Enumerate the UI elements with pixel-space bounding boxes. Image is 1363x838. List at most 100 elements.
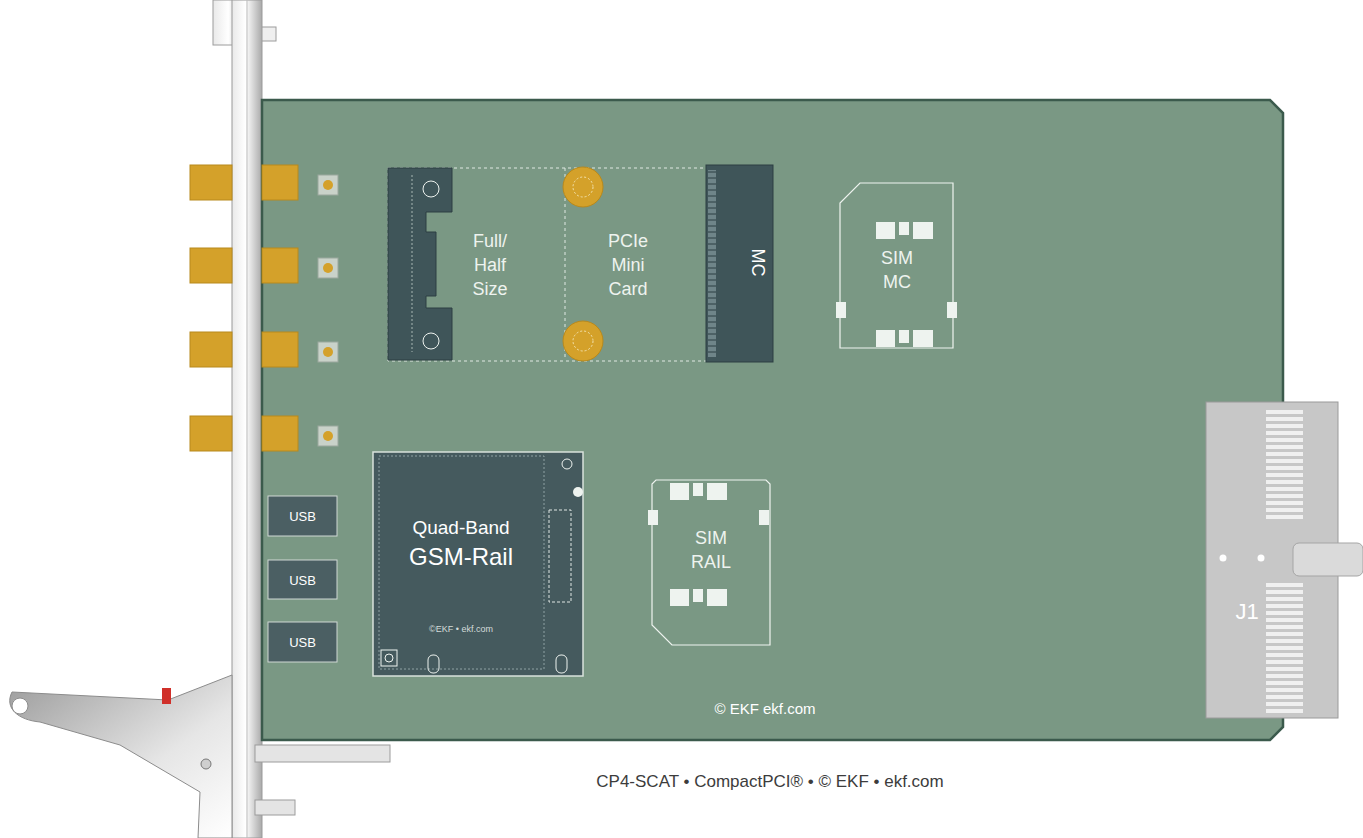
- sma-connector: [262, 332, 298, 367]
- sim-label: SIM MC: [872, 246, 922, 294]
- antenna-via: [323, 263, 333, 273]
- port-label: USB: [289, 509, 316, 525]
- antenna-socket-hole: [385, 654, 393, 662]
- lever-pivot: [201, 759, 211, 769]
- connector-label: J1: [1235, 598, 1258, 626]
- contact-tick: [708, 226, 716, 227]
- module-watermark: ©EKF • ekf.com: [429, 624, 493, 635]
- module-label: GSM-Rail: [409, 542, 513, 572]
- sim-contact: [670, 483, 689, 500]
- pin-row: [1266, 501, 1303, 505]
- port-label: USB: [289, 635, 316, 651]
- contact-tick: [708, 238, 716, 239]
- pin-row: [1266, 410, 1303, 414]
- figure-caption: CP4-SCAT • CompactPCI® • © EKF • ekf.com: [596, 772, 943, 792]
- front-panel: [232, 0, 262, 838]
- text-slot: MC: [746, 242, 769, 282]
- hot-swap-led: [162, 688, 171, 704]
- text-slot: GSM-Rail: [371, 542, 551, 572]
- module-slot: [556, 655, 567, 673]
- contact-tick: [708, 196, 716, 197]
- contact-tick: [708, 268, 716, 269]
- usb-body: [268, 560, 337, 599]
- sma-connector: [262, 165, 298, 200]
- pin-row: [1266, 417, 1303, 421]
- text-slot: SIM MC: [872, 246, 922, 294]
- pin-row: [1266, 590, 1303, 594]
- node-art: [388, 167, 718, 361]
- contact-tick: [708, 346, 716, 347]
- contact-tick: [708, 286, 716, 287]
- module-label: Quad-Band: [412, 516, 509, 540]
- mini-card-outline: [388, 168, 718, 361]
- contact-tick: [708, 232, 716, 233]
- pin-row: [1266, 618, 1303, 622]
- contact-tick: [708, 334, 716, 335]
- contact-tick: [708, 202, 716, 203]
- pin-row: [1266, 667, 1303, 671]
- standoff: [563, 167, 603, 207]
- pin-row: [1266, 473, 1303, 477]
- standoff: [563, 321, 603, 361]
- antenna-pad: [318, 342, 338, 362]
- contact-tick: [708, 280, 716, 281]
- sim-contact: [670, 589, 689, 606]
- antenna-pad: [318, 175, 338, 195]
- sim-contact: [693, 589, 703, 602]
- backplane-connector: J1: [1206, 402, 1338, 718]
- module-dot: [573, 487, 583, 497]
- sim-holder: SIM RAIL: [648, 480, 774, 646]
- pin-row: [1266, 674, 1303, 678]
- contact-tick: [708, 292, 716, 293]
- pin-row: [1266, 452, 1303, 456]
- contact-tick: [708, 220, 716, 221]
- board-watermark: © EKF ekf.com: [714, 699, 815, 718]
- pin-row: [1266, 597, 1303, 601]
- connector-label: MC: [746, 248, 769, 276]
- sim-outline: [840, 183, 953, 348]
- sim-contact: [707, 483, 727, 500]
- sim-contact: [876, 330, 895, 347]
- usb-port: USB: [268, 496, 337, 536]
- contact-tick: [708, 310, 716, 311]
- text-slot: PCIe Mini Card: [598, 229, 658, 301]
- text-slot: © EKF ekf.com: [615, 699, 915, 718]
- module-body: [373, 452, 583, 676]
- mini-card-connector: MC: [706, 165, 773, 362]
- contact-tick: [708, 352, 716, 353]
- caption-slot: CP4-SCAT • CompactPCI® • © EKF • ekf.com: [420, 772, 1120, 792]
- sma-connector: [262, 248, 298, 283]
- pin-row: [1266, 583, 1303, 587]
- lever-hole: [12, 698, 28, 714]
- sim-contact: [913, 330, 933, 347]
- sma-connector: [190, 416, 232, 451]
- contact-tick: [708, 316, 716, 317]
- sim-contact: [707, 589, 727, 606]
- pin-row: [1266, 515, 1303, 519]
- contact-tick: [708, 250, 716, 251]
- contact-tick: [708, 184, 716, 185]
- text-slot: Quad-Band: [371, 516, 551, 540]
- connector-body: [706, 165, 773, 362]
- pin-row: [1266, 466, 1303, 470]
- sma-connector: [190, 165, 232, 200]
- card-latch: [388, 168, 452, 360]
- sim-outline: [652, 480, 770, 645]
- pin-row: [1266, 611, 1303, 615]
- pin-row: [1266, 445, 1303, 449]
- sma-connector: [190, 248, 232, 283]
- node-art: [268, 496, 337, 536]
- contact-tick: [708, 322, 716, 323]
- antenna-via: [323, 347, 333, 357]
- module-shield: [379, 456, 544, 669]
- contact-tick: [708, 244, 716, 245]
- pin-row: [1266, 487, 1303, 491]
- sma-connector: [190, 332, 232, 367]
- text-slot: J1: [1222, 598, 1272, 626]
- contact-tick: [708, 274, 716, 275]
- module-hole: [562, 459, 572, 469]
- module-slot: [428, 655, 439, 673]
- usb-port: USB: [268, 622, 337, 662]
- sim-label: SIM RAIL: [686, 526, 736, 574]
- pin-row: [1266, 653, 1303, 657]
